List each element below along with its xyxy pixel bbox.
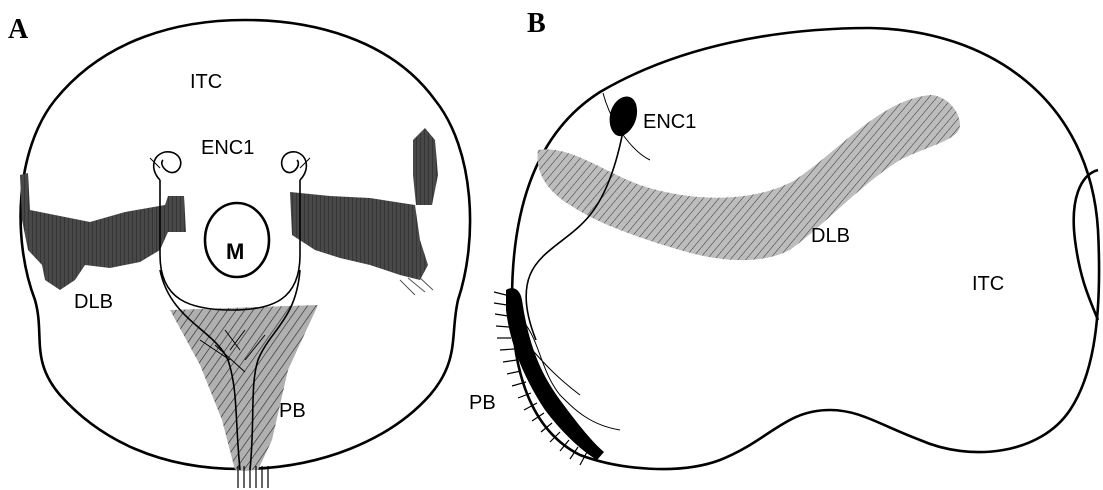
panel-a-dlb-label: DLB xyxy=(74,291,113,313)
panel-b-letter: B xyxy=(527,8,546,39)
panel-b-dlb-label: DLB xyxy=(811,225,850,247)
panel-a-enc1-label: ENC1 xyxy=(201,137,254,159)
panel-b-dlb-region xyxy=(537,95,960,260)
panel-a-itc-label: ITC xyxy=(190,71,222,93)
panel-a-letter: A xyxy=(8,14,29,45)
panel-b: B xyxy=(469,8,1099,469)
panel-a-itc-stars xyxy=(155,34,297,60)
panel-a-dlb-right-region xyxy=(290,192,428,280)
panel-b-enc1-label: ENC1 xyxy=(643,111,696,133)
panel-a: A xyxy=(8,14,470,488)
panel-a-pb-region xyxy=(170,305,318,470)
panel-b-enc1-soma xyxy=(610,96,637,136)
panel-a-pb-label: PB xyxy=(279,400,306,422)
panel-b-itc-label: ITC xyxy=(972,273,1004,295)
panel-a-m-label: M xyxy=(226,239,244,264)
panel-b-lateral-cavity xyxy=(1074,170,1098,320)
panel-b-section-outline xyxy=(512,28,1099,469)
panel-a-dlb-right-upper-region xyxy=(413,128,438,205)
panel-b-pb-label: PB xyxy=(469,392,496,414)
